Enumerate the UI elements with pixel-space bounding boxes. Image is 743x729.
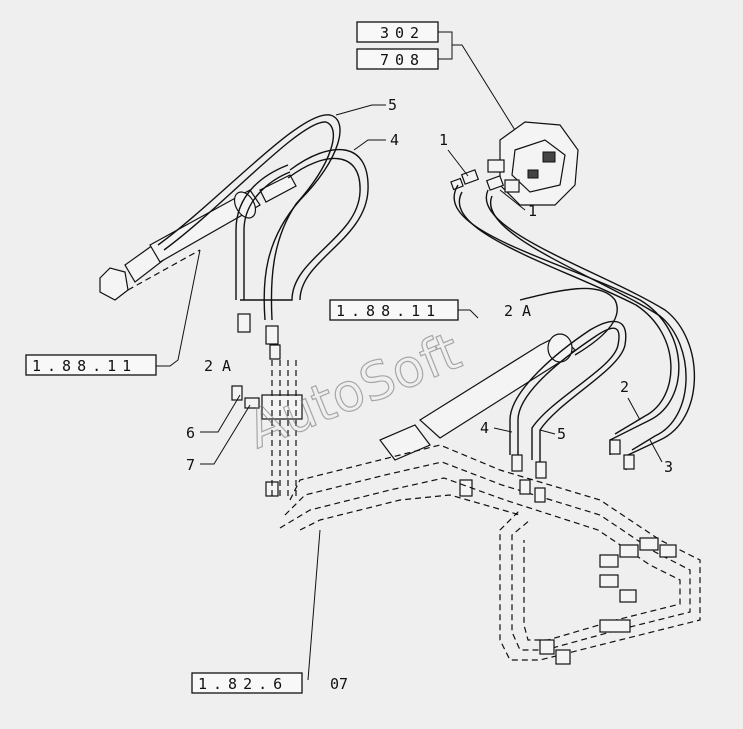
hose-5-mid	[517, 287, 620, 460]
ref-box-1-88-11-top[interactable]: 1.88.11	[329, 299, 459, 321]
ref-left-group-label: 1.88.11	[32, 357, 137, 375]
lower-hidden-hoses	[279, 444, 701, 661]
callout-2: 2	[620, 378, 629, 396]
callout-6-leader	[200, 394, 241, 433]
lower-right-fittings	[511, 439, 677, 665]
callout-5-top-leader	[335, 104, 386, 116]
left-fittings	[231, 313, 303, 497]
ref-box-1-88-11-left[interactable]: 1.88.11	[25, 354, 157, 376]
fitting-1-left	[450, 169, 480, 191]
callout-1-upper: 1	[439, 131, 448, 149]
callout-6: 6	[186, 424, 195, 442]
callout-5-mid-leader	[539, 429, 556, 435]
ref-bottom-suffix: 07	[330, 675, 348, 693]
ref-left-leader	[156, 249, 201, 367]
hose-4-mid	[509, 320, 627, 465]
callout-3-leader	[649, 439, 663, 463]
callout-7: 7	[186, 456, 195, 474]
ref-left-suffix: 2 A	[204, 357, 231, 375]
hose-4-top	[235, 148, 369, 301]
callout-5-mid: 5	[557, 425, 566, 443]
callout-4-top-leader	[353, 139, 386, 151]
left-vertical-hidden-hoses	[271, 360, 297, 500]
callout-1-lower-leader	[499, 189, 526, 211]
hose-2	[453, 184, 680, 455]
left-cylinder-hidden-line	[127, 249, 201, 291]
valve-block	[487, 121, 579, 206]
ref-302-label: 302	[380, 24, 425, 42]
callout-2-leader	[627, 397, 641, 421]
callout-3: 3	[664, 458, 673, 476]
ref-bottom-group-label: 1.82.6	[198, 675, 288, 693]
callout-1-upper-leader	[447, 149, 469, 177]
hose-5-top	[157, 114, 341, 321]
fitting-1-right	[485, 175, 505, 191]
ref-top-leader	[458, 309, 479, 319]
ref-top-suffix: 2 A	[504, 302, 531, 320]
callout-4-mid: 4	[480, 419, 489, 437]
hose-3	[485, 189, 696, 471]
ref-box-302[interactable]: 302	[356, 21, 439, 43]
callout-7-leader	[200, 404, 251, 465]
ref-top-group-label: 1.88.11	[336, 302, 441, 320]
ref-box-1-82-6-bottom[interactable]: 1.82.6	[191, 672, 303, 694]
ref-bottom-leader	[307, 529, 321, 681]
callout-4-top: 4	[390, 131, 399, 149]
ref-bracket	[438, 31, 519, 136]
ref-708-label: 708	[380, 51, 425, 69]
left-cylinder	[99, 174, 297, 301]
callout-4-mid-leader	[493, 427, 513, 433]
callout-1-lower: 1	[528, 202, 537, 220]
callout-5-top: 5	[388, 96, 397, 114]
ref-box-708[interactable]: 708	[356, 48, 439, 70]
